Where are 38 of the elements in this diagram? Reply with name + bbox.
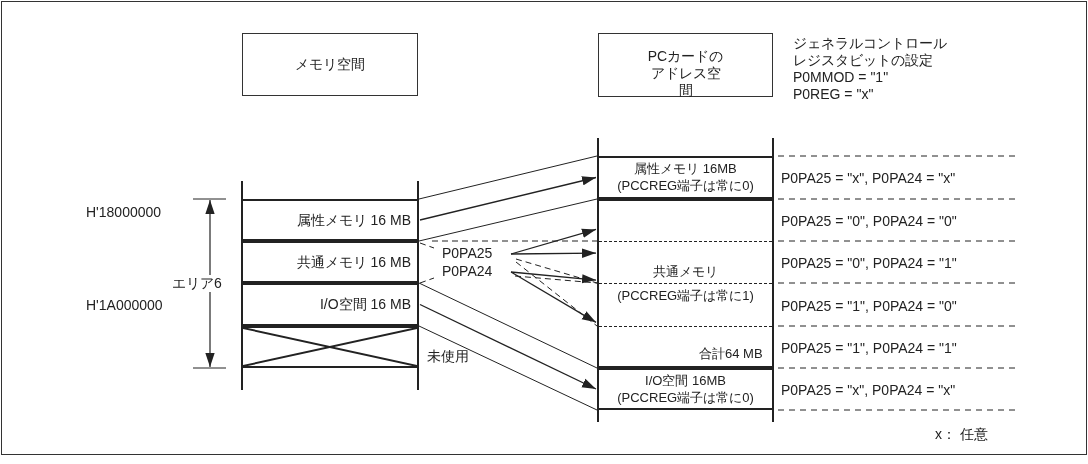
region-label: 属性メモリ 16 MB [296, 212, 411, 229]
total-size: 合計64 MB [699, 345, 763, 362]
region-label: 属性メモリ 16MB [633, 160, 738, 177]
region-label: メモリ空間 [294, 56, 366, 73]
area-label: エリア6 [172, 275, 222, 292]
title-box [242, 33, 418, 96]
region-label: PCカードのアドレス空間 [646, 48, 725, 99]
region-label: P0PA24 [442, 263, 493, 280]
arrow [510, 248, 597, 258]
region-label: I/O空間 16 MB [319, 296, 411, 313]
title-box [598, 33, 773, 97]
bit-setting: P0PA25 = "0", P0PA24 = "0" [781, 213, 957, 230]
legend-note: x： 任意 [935, 426, 988, 443]
pin-note: (PCCREG端子は常に1) [616, 287, 755, 304]
arrow [510, 271, 597, 323]
register-setting: P0MMOD = "1" [793, 69, 889, 86]
register-setting: P0REG = "x" [793, 86, 874, 103]
bit-setting: P0PA25 = "1", P0PA24 = "1" [781, 339, 957, 357]
region-label: P0PA25 [442, 245, 493, 262]
arrow [510, 271, 597, 284]
address-label: H'18000000 [86, 204, 162, 221]
arrow [419, 303, 597, 390]
memory-region [241, 199, 419, 241]
bit-setting: P0PA25 = "1", P0PA24 = "0" [781, 297, 957, 315]
region-note: 未使用 [427, 348, 469, 365]
bit-setting: P0PA25 = "x", P0PA24 = "x" [781, 382, 956, 399]
arrow [419, 176, 597, 221]
pin-note: (PCCREG端子は常に0) [616, 389, 755, 406]
pin-note: (PCCREG端子は常に0) [616, 177, 755, 194]
memory-region [241, 241, 419, 283]
region-label: 共通メモリ [652, 263, 719, 280]
region-label: 共通メモリ 16 MB [296, 254, 411, 271]
memory-region [241, 283, 419, 326]
region-label: I/O空間 16MB [644, 372, 727, 389]
heading-text: ジェネラルコントロールレジスタビットの設定 [793, 35, 948, 69]
address-label: H'1A000000 [86, 297, 163, 314]
bit-setting: P0PA25 = "0", P0PA24 = "1" [781, 255, 957, 273]
bit-setting: P0PA25 = "x", P0PA24 = "x" [781, 170, 956, 187]
